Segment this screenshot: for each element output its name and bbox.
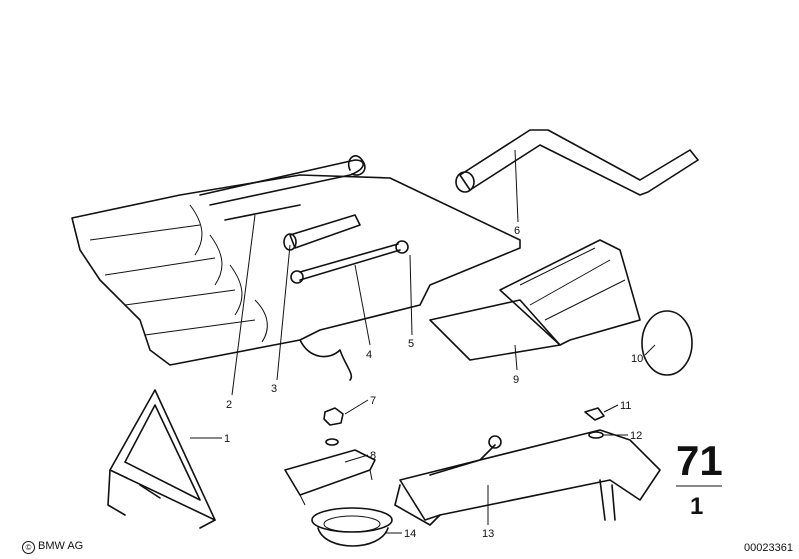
callout-5: 5	[408, 338, 414, 350]
tool-roll-drawing	[71, 155, 521, 381]
callout-7: 7	[370, 395, 376, 407]
callout-3: 3	[271, 383, 277, 395]
sealing-ring-drawing	[641, 310, 693, 376]
group-number: 71 1	[676, 437, 723, 520]
nut-drawing	[323, 407, 344, 446]
callout-6: 6	[514, 225, 520, 237]
callout-10: 10	[631, 353, 643, 365]
wheel-chock-drawing	[429, 239, 641, 361]
group-sub-number: 1	[690, 493, 703, 520]
jack-drawing	[394, 429, 661, 526]
callout-13: 13	[482, 528, 494, 540]
leader-lines	[190, 149, 656, 534]
copyright-notice: ©BMW AG	[22, 540, 83, 554]
callout-labels: 1 2 3 4 5 6 7 8 9 10 11 12 13 14	[224, 225, 643, 540]
callout-2: 2	[226, 399, 232, 411]
plate-drawing	[284, 449, 376, 506]
warning-triangle-drawing	[107, 389, 216, 529]
callout-8: 8	[370, 450, 376, 462]
callout-9: 9	[513, 374, 519, 386]
copyright-icon: ©	[22, 541, 35, 554]
callout-14: 14	[404, 528, 416, 540]
callout-1: 1	[224, 433, 230, 445]
callout-12: 12	[630, 430, 642, 442]
catalog-number: 00023361	[744, 542, 793, 554]
lug-wrench-drawing	[455, 129, 699, 196]
group-main-number: 71	[676, 437, 723, 484]
callout-11: 11	[620, 400, 631, 412]
copyright-owner: BMW AG	[38, 540, 84, 552]
callout-4: 4	[366, 349, 372, 361]
bowl-drawing	[311, 507, 393, 547]
